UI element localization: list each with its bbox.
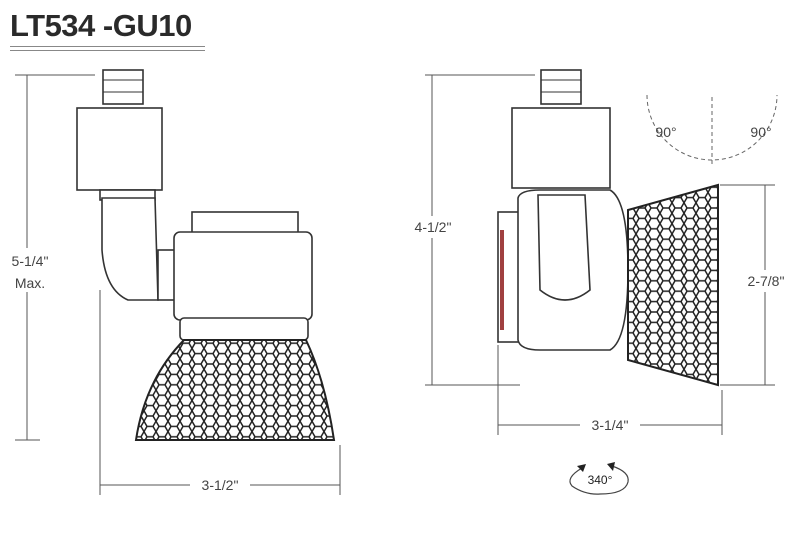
dimension-width-left: 3-1/2" [99, 290, 341, 495]
dimension-height-left: 5-1/4" Max. [5, 74, 95, 441]
rotation-indicator: 340° [569, 462, 629, 495]
tilt-angle-indicator: 90° 90° [646, 94, 778, 165]
svg-text:90°: 90° [655, 124, 676, 140]
track-adapter-left [102, 69, 144, 105]
honeycomb-reflector-left [134, 339, 336, 441]
dimension-head-height: 2-7/8" [720, 184, 792, 386]
side-view-fixture [76, 69, 336, 441]
svg-text:3-1/2": 3-1/2" [202, 477, 239, 493]
arm-left [101, 197, 159, 301]
svg-text:3-1/4": 3-1/4" [592, 417, 629, 433]
honeycomb-reflector-right [627, 183, 719, 387]
product-title: LT534 -GU10 [10, 8, 192, 43]
title-underline [10, 46, 205, 51]
adapter-housing-left [76, 107, 163, 191]
svg-text:4-1/2": 4-1/2" [415, 219, 452, 235]
svg-text:Max.: Max. [15, 275, 45, 291]
front-view-fixture [497, 69, 719, 387]
svg-text:2-7/8": 2-7/8" [748, 273, 785, 289]
dimension-width-right: 3-1/4" [497, 345, 723, 435]
svg-text:90°: 90° [750, 124, 771, 140]
dimension-height-right: 4-1/2" [405, 74, 535, 386]
svg-text:5-1/4": 5-1/4" [12, 253, 49, 269]
arm-right [537, 194, 591, 301]
svg-text:340°: 340° [588, 473, 613, 487]
